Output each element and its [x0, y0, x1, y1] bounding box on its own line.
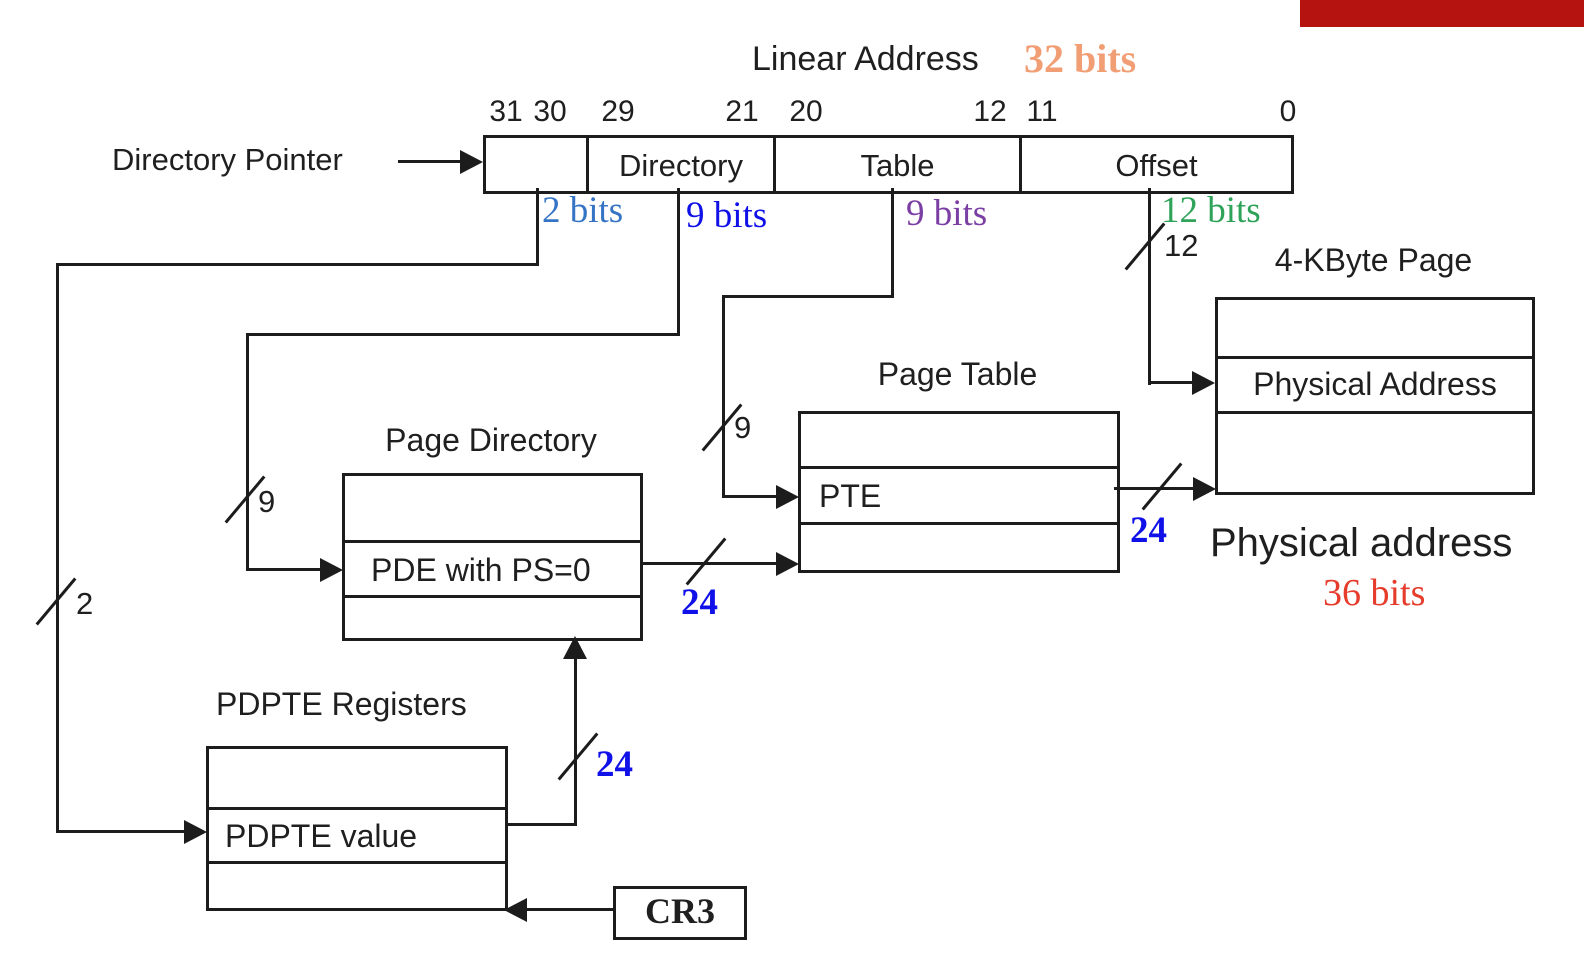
linear-address-width-label: 32 bits — [1024, 36, 1137, 81]
pdpte-bus-width-tick-icon — [557, 732, 599, 781]
cr3-arrow-line — [524, 908, 614, 911]
row-divider — [801, 466, 1117, 469]
row-divider — [1218, 411, 1532, 414]
bit-number-12: 12 — [973, 95, 1007, 128]
directory-bus-segment — [246, 333, 680, 336]
cr3-box: CR3 — [613, 886, 747, 940]
row-divider — [209, 861, 505, 864]
field-table: Table — [860, 148, 935, 183]
pdpte-bus-segment — [505, 823, 577, 826]
physical-address-entry-label: Physical Address — [1253, 366, 1497, 402]
table-bus-segment — [722, 295, 894, 298]
physical-address-width-label: 36 bits — [1323, 572, 1426, 614]
table-bus-segment — [722, 495, 780, 498]
bit-number-29: 29 — [601, 95, 635, 128]
dp-bus-segment — [536, 188, 539, 266]
dp-bus-segment — [56, 263, 59, 833]
offset-bus-segment — [1148, 188, 1151, 385]
bit-number-21: 21 — [725, 95, 759, 128]
dp-bus-segment — [56, 830, 188, 833]
pde-bus-width: 24 — [681, 582, 718, 623]
kbyte-page-box: Physical Address — [1215, 297, 1535, 495]
pte-bus-width: 24 — [1130, 510, 1167, 551]
row-divider — [345, 595, 640, 598]
bit-number-31: 31 — [489, 95, 523, 128]
field-offset: Offset — [1115, 148, 1198, 183]
offset-bits-label: 12 bits — [1161, 190, 1261, 231]
bit-number-30: 30 — [533, 95, 567, 128]
pdpte-registers-box: PDPTE value — [206, 746, 508, 911]
table-bus-arrowhead-icon — [776, 485, 799, 509]
table-bus-width: 9 — [734, 410, 752, 445]
field-directory: Directory — [618, 148, 743, 183]
directory-pointer-arrowhead-icon — [460, 150, 483, 174]
table-bits-label: 9 bits — [906, 193, 988, 234]
directory-pointer-arrow-line — [398, 160, 462, 163]
dp-bus-segment — [56, 263, 539, 266]
pte-entry-label: PTE — [819, 478, 882, 514]
field-divider — [586, 138, 589, 191]
pdpte-value-entry-label: PDPTE value — [225, 818, 418, 854]
pde-bus-segment — [640, 562, 780, 565]
row-divider — [209, 807, 505, 810]
pdpte-bus-arrowhead-icon — [563, 636, 587, 659]
page-table-title: Page Table — [877, 356, 1038, 392]
field-divider — [773, 138, 776, 191]
directory-bus-segment — [246, 333, 249, 571]
offset-bus-segment — [1148, 381, 1196, 384]
table-bus-segment — [891, 188, 894, 298]
pte-bus-arrowhead-icon — [1193, 477, 1216, 501]
directory-bits-label: 9 bits — [686, 195, 768, 236]
cr3-label: CR3 — [645, 891, 715, 931]
bit-number-11: 11 — [1026, 95, 1058, 128]
diagram-title: Linear Address — [752, 40, 979, 78]
page-table-box: PTE — [798, 411, 1120, 573]
pdpte-registers-title: PDPTE Registers — [216, 686, 467, 722]
offset-bus-arrowhead-icon — [1192, 371, 1215, 395]
directory-bus-segment — [677, 188, 680, 336]
offset-bus-width-tick-icon — [1124, 222, 1166, 271]
directory-bus-arrowhead-icon — [320, 558, 343, 582]
cr3-arrowhead-icon — [504, 898, 527, 922]
dp-bus-arrowhead-icon — [184, 820, 207, 844]
row-divider — [1218, 356, 1532, 359]
row-divider — [345, 540, 640, 543]
page-directory-box: PDE with PS=0 — [342, 473, 643, 641]
top-right-red-bar — [1300, 0, 1584, 27]
dp-bus-width: 2 — [76, 586, 94, 621]
directory-bus-segment — [246, 568, 324, 571]
physical-address-result-label: Physical address — [1210, 521, 1513, 565]
pdpte-bus-width: 24 — [596, 744, 633, 785]
bit-number-20: 20 — [789, 95, 823, 128]
row-divider — [801, 522, 1117, 525]
linear-address-box: Directory Table Offset — [483, 135, 1294, 194]
pde-entry-label: PDE with PS=0 — [371, 552, 591, 588]
directory-pointer-label: Directory Pointer — [112, 142, 343, 177]
field-divider — [1019, 138, 1022, 191]
kbyte-page-title: 4-KByte Page — [1274, 242, 1473, 278]
pde-bus-arrowhead-icon — [776, 552, 799, 576]
directory-bus-width: 9 — [258, 484, 276, 519]
table-bus-segment — [722, 295, 725, 498]
pdpte-bus-segment — [574, 656, 577, 826]
page-directory-title: Page Directory — [385, 422, 597, 458]
offset-bus-width: 12 — [1164, 228, 1199, 263]
dp-bits-label: 2 bits — [542, 190, 624, 231]
bit-number-0: 0 — [1279, 95, 1297, 128]
